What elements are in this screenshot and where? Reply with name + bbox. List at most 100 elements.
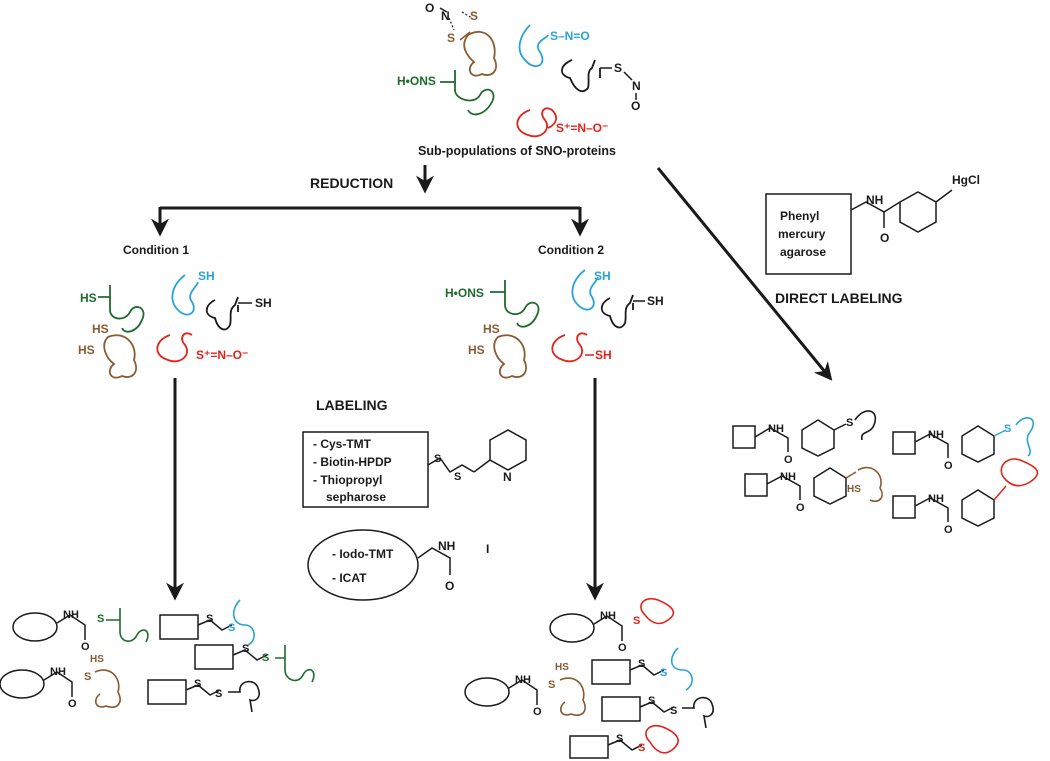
s-a: S	[434, 453, 441, 465]
svg-text:NH: NH	[780, 471, 796, 483]
box-line-2: mercury	[778, 227, 826, 241]
top-caption: Sub-populations of SNO-proteins	[418, 144, 616, 158]
iodo-reagents-ellipse	[307, 529, 419, 601]
c2-brown-hs-a: HS	[483, 322, 500, 336]
iodo-nh: NH	[438, 539, 455, 553]
red-protein-top	[516, 107, 557, 138]
direct-products: NH O S NH O S NH O HS NH O	[732, 410, 1039, 536]
svg-text:S: S	[84, 671, 91, 683]
svg-text:O: O	[618, 642, 627, 654]
hgcl-label: HgCl	[952, 173, 980, 187]
pyridine-n: N	[503, 470, 512, 484]
box-line-3: agarose	[780, 245, 826, 259]
reagent-3: - Thiopropyl	[313, 473, 382, 487]
c1-brown-hs-a: HS	[92, 322, 109, 336]
svg-text:O: O	[533, 706, 542, 718]
condition1-label: Condition 1	[123, 243, 189, 257]
iodo-i: I	[486, 542, 489, 556]
svg-text:NH: NH	[928, 493, 944, 505]
iodo-1: - Iodo-TMT	[332, 547, 394, 561]
svg-text:O: O	[944, 460, 953, 472]
svg-text:S: S	[228, 622, 235, 634]
mercury-o: O	[880, 231, 889, 245]
iodoacetamide-chain	[417, 547, 451, 575]
c1-blue-sh: SH	[198, 269, 215, 283]
svg-text:S: S	[638, 742, 645, 754]
condition2-products: NH O S S S NH O S HS S S S S	[464, 597, 714, 759]
svg-text:S: S	[1004, 423, 1011, 435]
iodo-2: - ICAT	[332, 571, 367, 585]
condition1-products: NH O S S S S S NH O S HS S S	[0, 599, 315, 713]
s-b: S	[454, 471, 461, 483]
o-label: O	[425, 1, 434, 15]
sno-blue-label: S–N=O	[550, 29, 590, 43]
mercury-benzene	[899, 191, 937, 233]
svg-text:S: S	[616, 733, 623, 745]
reagent-3b: sepharose	[326, 490, 386, 504]
condition2-proteins: H•ONS SH SH HS HS SH	[445, 269, 664, 379]
brown-protein-top	[463, 30, 497, 77]
svg-text:S: S	[97, 613, 104, 625]
svg-text:S: S	[215, 688, 222, 700]
svg-text:S: S	[633, 615, 640, 627]
c2-brown-hs-b: HS	[468, 343, 485, 357]
svg-text:NH: NH	[63, 609, 79, 621]
mercury-nh: NH	[866, 193, 883, 207]
thiol-reagents-box	[302, 431, 429, 508]
hons-top-label: H•ONS	[397, 74, 436, 88]
disulfide-link	[427, 457, 475, 473]
blue-protein-top	[518, 24, 549, 68]
svg-text:S: S	[242, 643, 249, 655]
condition1-proteins: HS SH SH HS HS S⁺=N–O⁻	[78, 269, 272, 379]
svg-text:O: O	[796, 502, 805, 514]
black-protein-top	[561, 59, 601, 92]
reagent-2: - Biotin-HPDP	[313, 455, 392, 469]
iodo-o: O	[445, 579, 454, 593]
c2-blue-sh: SH	[594, 269, 611, 283]
box-line-1: Phenyl	[780, 209, 819, 223]
svg-text:S: S	[194, 678, 201, 690]
pyridine-ring	[489, 429, 527, 471]
s-label-b: S	[447, 31, 455, 45]
phenyl-mercury-box	[765, 193, 852, 275]
c1-black-sh: SH	[255, 296, 272, 310]
svg-text:O: O	[81, 641, 90, 653]
reagent-1: - Cys-TMT	[313, 437, 372, 451]
svg-text:NH: NH	[50, 666, 66, 678]
svg-text:HS: HS	[555, 662, 569, 673]
svg-text:NH: NH	[928, 429, 944, 441]
svg-text:S: S	[660, 667, 667, 679]
c2-hons: H•ONS	[445, 286, 484, 300]
svg-text:O: O	[68, 698, 77, 710]
sno-ion-top-label: S⁺=N–O⁻	[556, 121, 608, 135]
svg-text:NH: NH	[768, 423, 784, 435]
svg-text:S: S	[648, 695, 655, 707]
svg-text:S: S	[638, 658, 645, 670]
svg-text:S: S	[206, 613, 213, 625]
c1-brown-hs-b: HS	[78, 343, 95, 357]
o-black-label: O	[631, 99, 640, 113]
svg-text:O: O	[784, 454, 793, 466]
s-label-a: S	[470, 9, 478, 23]
c1-sno-ion: S⁺=N–O⁻	[196, 348, 248, 362]
n-black-label: N	[632, 79, 641, 93]
green-protein-top	[440, 70, 495, 116]
svg-text:O: O	[944, 524, 953, 536]
svg-text:HS: HS	[90, 654, 104, 665]
svg-text:HS: HS	[847, 484, 861, 495]
c2-black-sh: SH	[647, 294, 664, 308]
svg-text:NH: NH	[515, 674, 531, 686]
svg-text:S: S	[548, 679, 555, 691]
direct-arrow	[656, 167, 833, 381]
svg-text:S: S	[670, 705, 677, 717]
condition2-label: Condition 2	[538, 243, 604, 257]
mercury-linker	[850, 201, 885, 228]
n-label: N	[441, 9, 450, 23]
direct-labeling-title: DIRECT LABELING	[775, 290, 903, 306]
svg-text:S: S	[262, 652, 269, 664]
svg-text:S: S	[846, 417, 853, 429]
c2-red-sh: SH	[595, 348, 612, 362]
top-proteins: O N S S S–N=O S N O H•ONS S⁺=N–O⁻	[397, 1, 641, 138]
